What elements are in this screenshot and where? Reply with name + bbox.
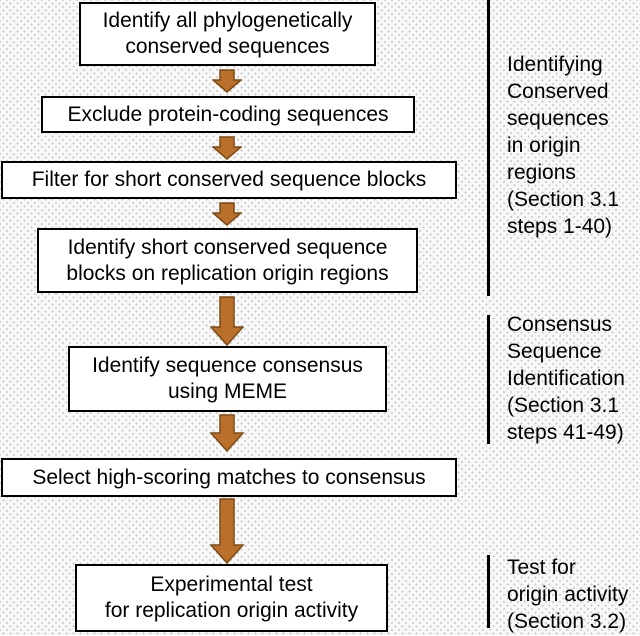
section-label-test-origin-activity: Test for origin activity (Section 3.2) bbox=[507, 556, 629, 633]
section-bracket-line bbox=[487, 315, 490, 444]
step-select-high-scoring: Select high-scoring matches to consensus bbox=[1, 458, 457, 497]
down-arrow-shape bbox=[210, 414, 244, 452]
down-arrow-shape bbox=[212, 202, 242, 226]
down-arrow-shape bbox=[210, 498, 244, 564]
down-arrow-shape bbox=[210, 296, 244, 346]
down-arrow-icon bbox=[210, 414, 244, 452]
down-arrow-shape bbox=[212, 136, 242, 160]
down-arrow-icon bbox=[210, 498, 244, 564]
step-exclude-protein-coding: Exclude protein-coding sequences bbox=[41, 96, 415, 133]
down-arrow-icon bbox=[212, 136, 242, 160]
step-experimental-test: Experimental test for replication origin… bbox=[75, 564, 388, 632]
section-label-identifying-conserved: Identifying Conserved sequences in origi… bbox=[507, 53, 620, 238]
down-arrow-icon bbox=[210, 296, 244, 346]
section-label-consensus-identification: Consensus Sequence Identification (Secti… bbox=[507, 313, 625, 444]
step-identify-consensus-meme: Identify sequence consensus using MEME bbox=[68, 346, 387, 412]
step-identify-conserved-sequences: Identify all phylogenetically conserved … bbox=[79, 2, 376, 66]
down-arrow-shape bbox=[212, 69, 242, 93]
step-filter-short-blocks: Filter for short conserved sequence bloc… bbox=[1, 161, 457, 199]
down-arrow-icon bbox=[212, 202, 242, 226]
step-identify-blocks-origin-regions: Identify short conserved sequence blocks… bbox=[37, 228, 418, 293]
section-bracket-line bbox=[487, 0, 490, 296]
down-arrow-icon bbox=[212, 69, 242, 93]
section-bracket-line bbox=[487, 555, 490, 628]
